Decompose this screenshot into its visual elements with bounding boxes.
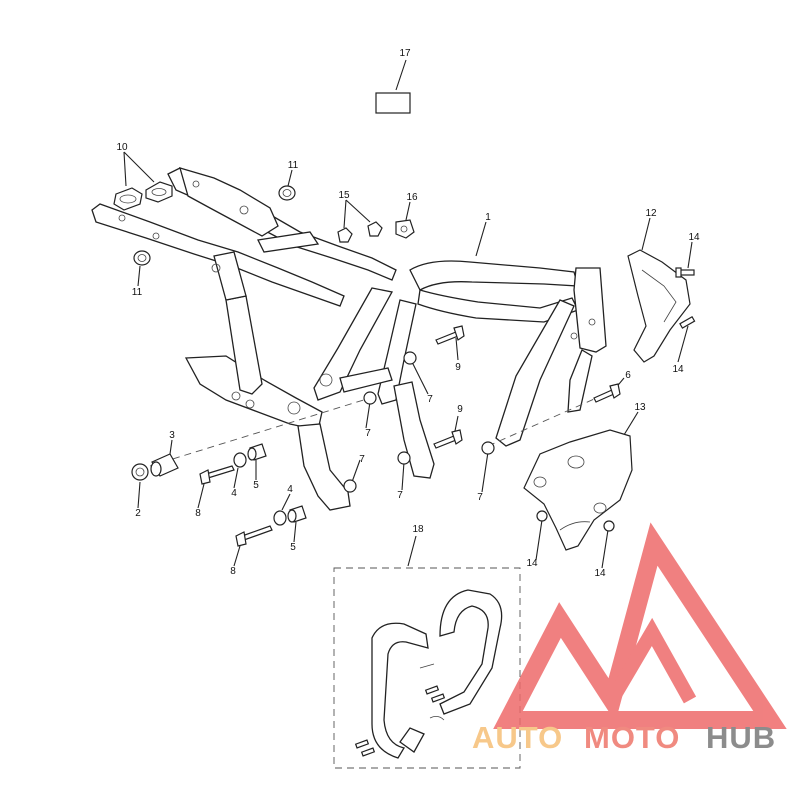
leader-lines [123, 151, 693, 569]
callout-6: 6 [625, 370, 631, 381]
spacer-5-upper [247, 443, 267, 461]
callout-13: 13 [634, 402, 646, 413]
callout-14-b: 14 [672, 364, 684, 375]
nut-7-c [397, 451, 411, 465]
nut-14-c [536, 510, 548, 522]
main-frame [91, 167, 607, 511]
callout-4-lower: 4 [287, 484, 293, 495]
washer-4-lower [273, 510, 287, 526]
bolt-6 [593, 383, 621, 403]
callout-3: 3 [169, 430, 175, 441]
washer-4-upper [233, 452, 247, 468]
screw-14-b [679, 315, 696, 329]
callout-5-upper: 5 [253, 480, 259, 491]
callout-4-upper: 4 [231, 488, 237, 499]
nut-clip-16 [395, 219, 415, 239]
callout-18: 18 [412, 524, 424, 535]
nut-2 [131, 463, 149, 481]
cover-12 [627, 249, 691, 363]
callout-11-upper: 11 [288, 160, 299, 171]
watermark-moto: MOTO [584, 720, 680, 755]
spacer-5-lower [287, 505, 307, 523]
callout-7-b: 7 [365, 428, 371, 439]
clips-15 [337, 221, 383, 243]
callout-10: 10 [116, 142, 128, 153]
callout-8-upper: 8 [195, 508, 201, 519]
callout-14-d: 14 [594, 568, 606, 579]
label-part-17 [375, 59, 411, 114]
watermark-wordmark: AUTO MOTO HUB [472, 720, 776, 755]
callout-17: 17 [399, 48, 411, 59]
nut-14-d [603, 520, 615, 532]
callout-9-lower: 9 [457, 404, 463, 415]
nut-7-a [403, 351, 417, 365]
callout-12: 12 [645, 208, 657, 219]
callout-9-upper: 9 [455, 362, 461, 373]
bolt-8-lower [235, 525, 273, 547]
callout-2: 2 [135, 508, 141, 519]
callout-1: 1 [485, 212, 491, 223]
crash-bar-kit-18 [333, 567, 521, 769]
callout-11-lower: 11 [132, 287, 143, 298]
callout-14-c: 14 [526, 558, 538, 569]
callout-7-a: 7 [427, 394, 433, 405]
callout-5-lower: 5 [290, 542, 296, 553]
nut-7-e [481, 441, 495, 455]
callout-7-e: 7 [477, 492, 483, 503]
callout-labels: 17 10 11 11 15 16 1 12 14 14 6 9 9 7 7 7… [116, 48, 700, 579]
callout-14-a: 14 [688, 232, 700, 243]
nut-7-b [363, 391, 377, 405]
callout-16: 16 [406, 192, 418, 203]
callout-8-lower: 8 [230, 566, 236, 577]
watermark-triangle-icon [493, 522, 787, 729]
washer-11-upper [278, 185, 296, 201]
bolt-9-upper [435, 325, 465, 345]
callout-7-d: 7 [359, 454, 365, 465]
watermark-logo [493, 522, 787, 729]
cover-13 [523, 429, 633, 551]
bolt-9-lower [433, 429, 463, 449]
callout-7-c: 7 [397, 490, 403, 501]
washer-11-lower [133, 250, 151, 266]
callout-15: 15 [338, 190, 350, 201]
watermark-inner-triangle-icon [605, 617, 697, 704]
spacer-3 [150, 453, 179, 477]
watermark-hub: HUB [706, 720, 776, 755]
nut-7-d [343, 479, 357, 493]
screw-14-a [675, 267, 695, 278]
watermark-auto: AUTO [472, 720, 563, 755]
grommets-10 [113, 181, 173, 211]
bolt-8-upper [199, 465, 235, 485]
